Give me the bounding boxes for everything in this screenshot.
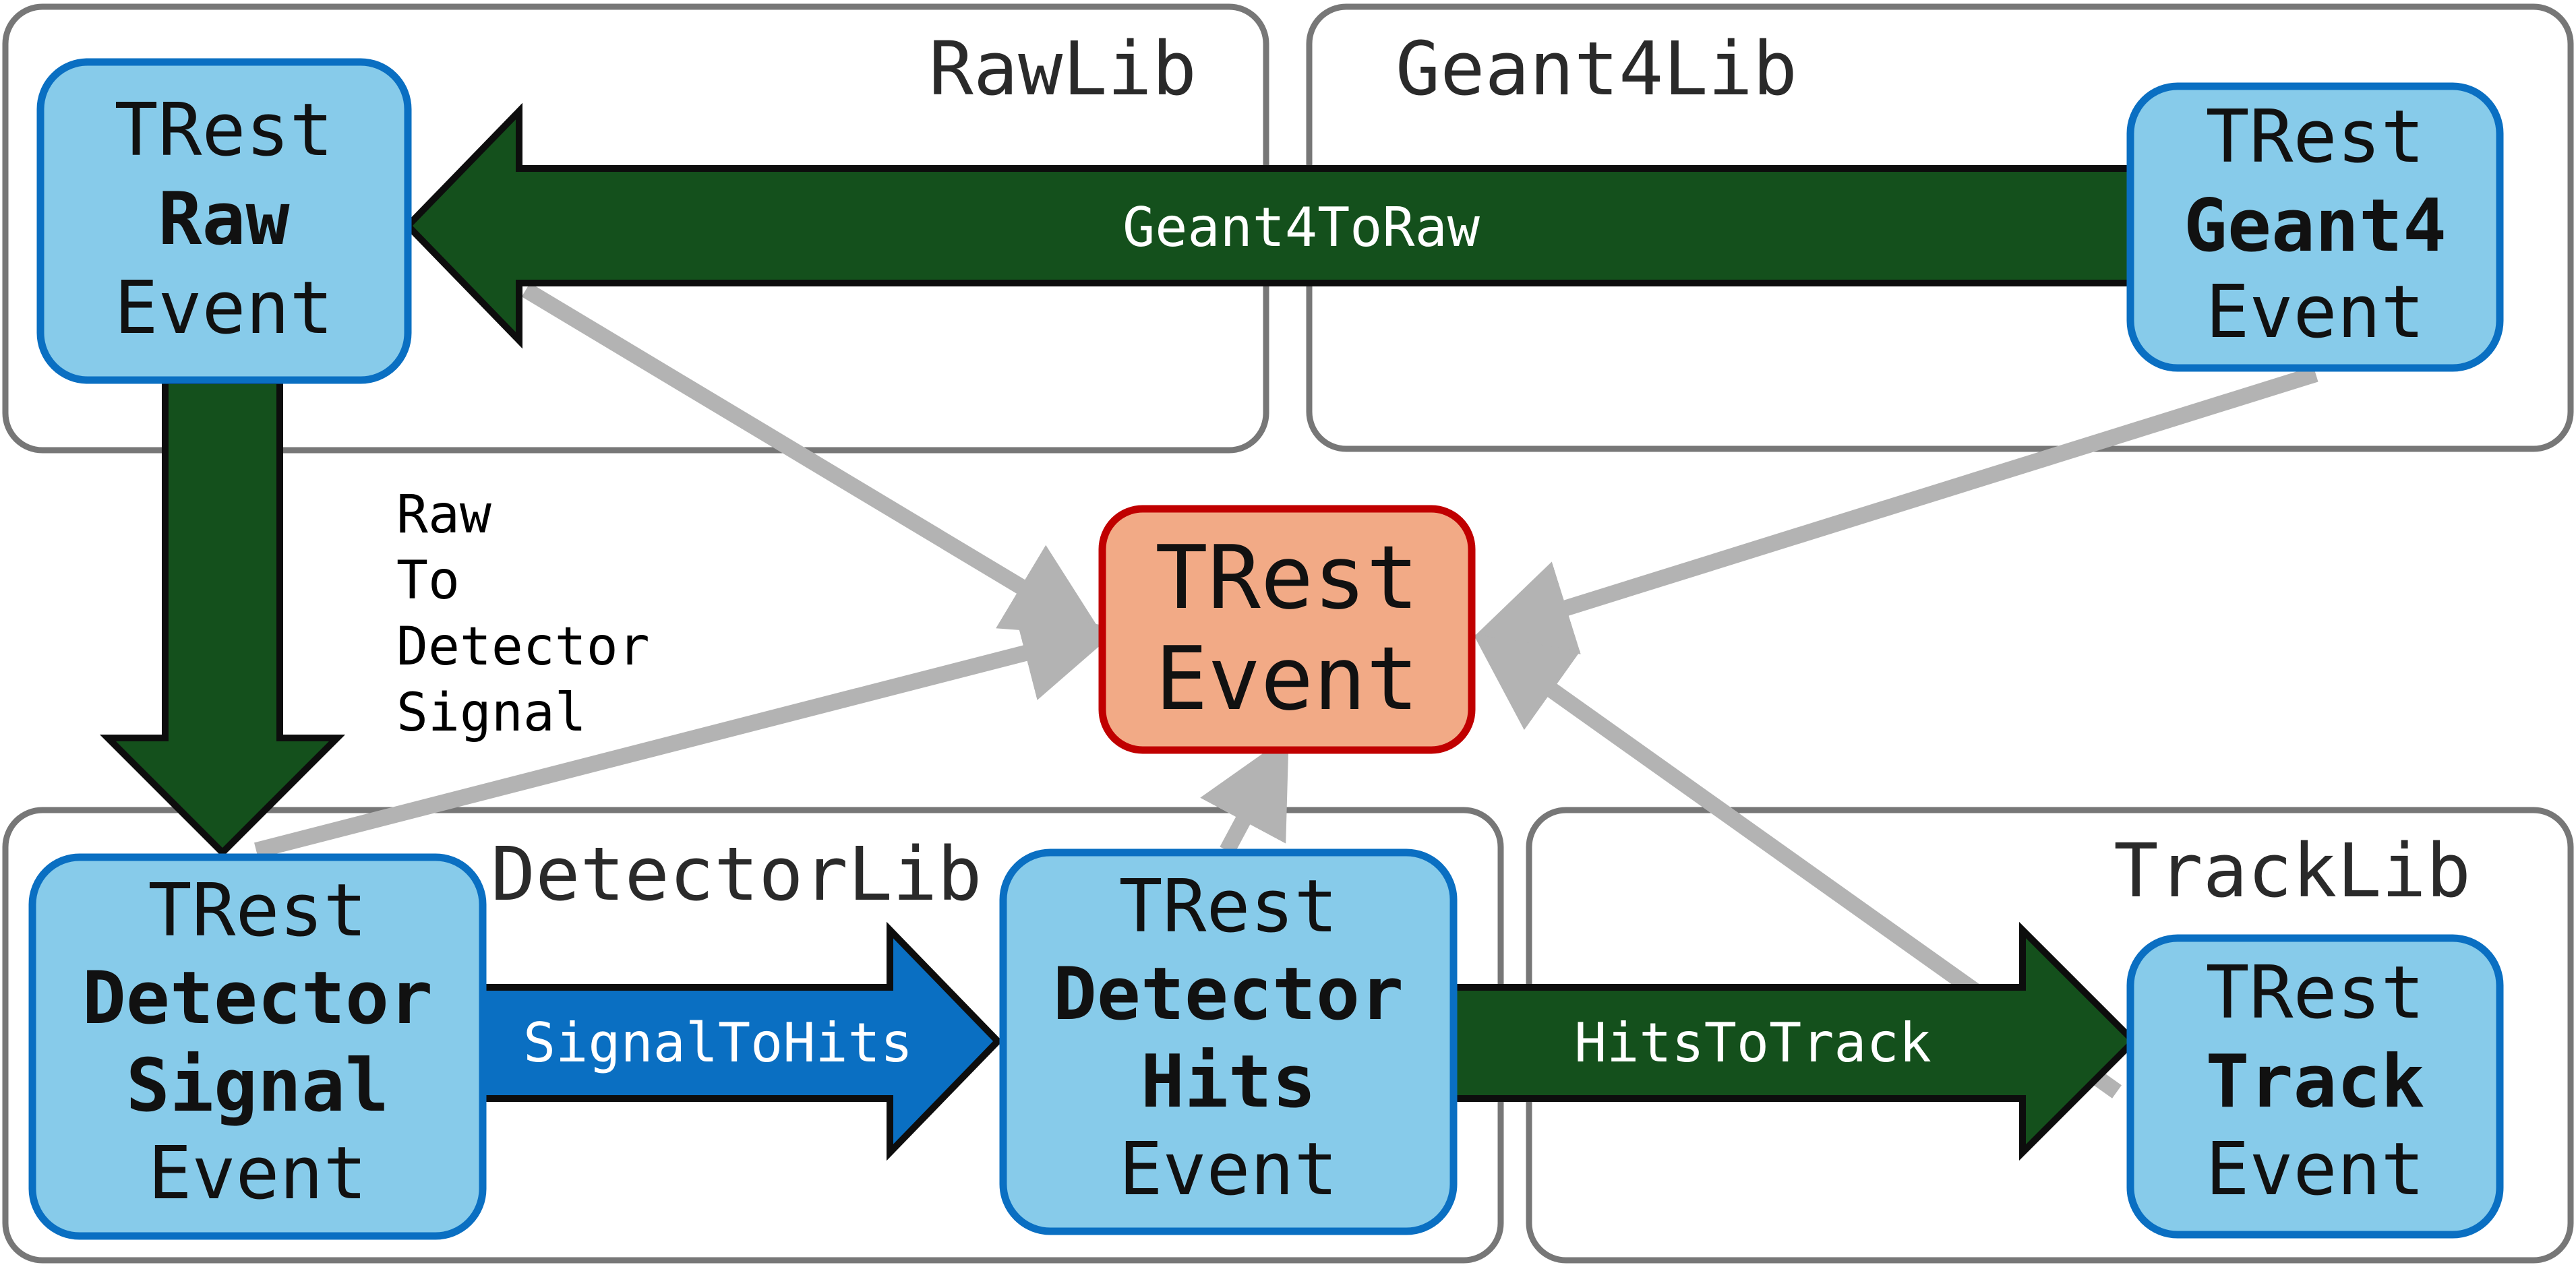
raw-event-line1: TRest xyxy=(114,88,333,173)
inherit-raw-arrow xyxy=(521,282,1104,637)
signal-event-line3: Signal xyxy=(126,1044,389,1128)
tracklib-label: TrackLib xyxy=(2114,828,2471,914)
hits-event-line2: Detector xyxy=(1053,952,1404,1037)
rawlib-label: RawLib xyxy=(929,26,1197,112)
detectorlib-label: DetectorLib xyxy=(491,831,982,917)
hits-event-line4: Event xyxy=(1118,1127,1338,1212)
raw-event-line2: Raw xyxy=(158,177,290,261)
base-event-line1: TRest xyxy=(1155,526,1418,629)
event-detector-signal: TRest Detector Signal Event xyxy=(28,853,487,1240)
raw-to-signal-label-line3: Detector xyxy=(396,617,650,677)
hits-event-line1: TRest xyxy=(1118,865,1338,949)
event-geant4: TRest Geant4 Event xyxy=(2126,82,2504,372)
signal-event-line4: Event xyxy=(148,1132,367,1216)
track-event-line3: Event xyxy=(2205,1127,2424,1212)
inherit-signal-arrow xyxy=(254,606,1120,859)
event-base: TRest Event xyxy=(1098,505,1476,754)
event-detector-hits: TRest Detector Hits Event xyxy=(999,848,1458,1235)
process-signal-to-hits: SignalToHits xyxy=(479,921,1002,1161)
library-detectorlib: DetectorLib xyxy=(2,807,1504,1264)
raw-to-signal-label-line2: To xyxy=(396,551,460,611)
track-event-line2: Track xyxy=(2205,1040,2424,1124)
signal-event-line1: TRest xyxy=(148,869,367,953)
signal-event-line2: Detector xyxy=(82,956,433,1041)
geant4-event-line1: TRest xyxy=(2205,95,2424,179)
base-event-line2: Event xyxy=(1155,627,1418,730)
geant4-event-line2: Geant4 xyxy=(2184,184,2447,268)
inherit-geant4-arrow xyxy=(1473,366,2318,654)
geant4-event-line3: Event xyxy=(2205,270,2424,354)
raw-to-signal-label-line4: Signal xyxy=(396,683,587,743)
track-event-line1: TRest xyxy=(2205,951,2424,1035)
process-hits-to-track: HitsToTrack xyxy=(1446,921,2139,1161)
event-raw: TRest Raw Event xyxy=(36,58,412,384)
geant4-to-raw-label: Geant4ToRaw xyxy=(1122,196,1480,259)
process-geant4-to-raw: Geant4ToRaw xyxy=(403,102,2147,349)
hits-to-track-label: HitsToTrack xyxy=(1574,1012,1931,1074)
raw-event-line3: Event xyxy=(114,266,333,350)
raw-to-signal-label-line1: Raw xyxy=(396,485,491,545)
geant4lib-label: Geant4Lib xyxy=(1396,26,1797,112)
hits-event-line3: Hits xyxy=(1141,1040,1316,1124)
signal-to-hits-label: SignalToHits xyxy=(523,1012,913,1074)
inherit-hits-arrow xyxy=(1200,735,1289,855)
process-raw-to-detector-signal: Raw To Detector Signal xyxy=(99,377,650,858)
event-track: TRest Track Event xyxy=(2126,934,2504,1239)
